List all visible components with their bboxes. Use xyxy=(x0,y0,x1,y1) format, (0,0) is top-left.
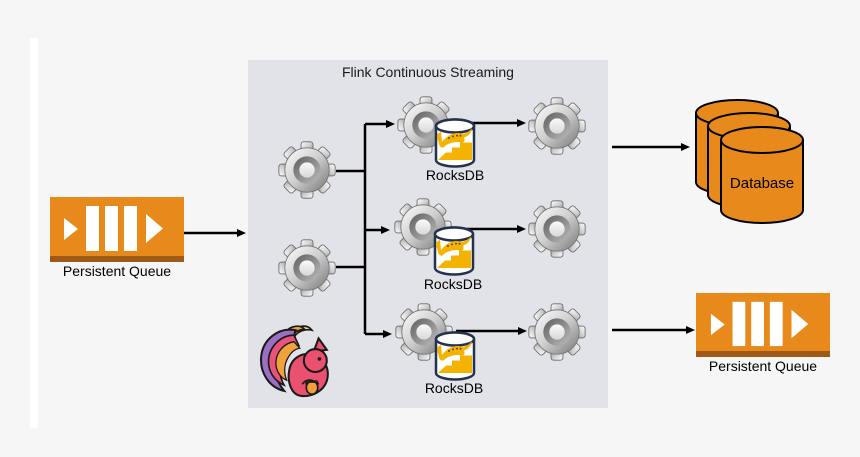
rocksdb-icon-2 xyxy=(433,226,475,276)
source-gear-1 gear-icon xyxy=(278,141,336,199)
flink-panel-title: Flink Continuous Streaming xyxy=(342,64,514,80)
rocksdb-icon-1 xyxy=(434,118,476,168)
output-gear-2 gear-icon xyxy=(528,200,586,258)
queue-right-underline xyxy=(696,351,830,357)
database-label: Database xyxy=(730,175,794,192)
rocksdb-label-2: RocksDB xyxy=(423,276,483,292)
source-gear-2 gear-icon xyxy=(278,239,336,297)
persistent-queue-left xyxy=(50,197,184,262)
persistent-queue-right-label: Persistent Queue xyxy=(708,358,818,374)
flink-squirrel-logo xyxy=(260,325,329,398)
database-cylinder-front: Database xyxy=(720,126,804,224)
left-margin-stripe xyxy=(30,38,38,428)
database-cylinders-icon: Database xyxy=(695,99,804,224)
queue-bars-icon xyxy=(710,301,809,347)
persistent-queue-right xyxy=(696,293,830,357)
queue-left-underline xyxy=(50,256,184,262)
rocksdb-label-1: RocksDB xyxy=(425,167,485,183)
rocksdb-label-3: RocksDB xyxy=(424,380,484,396)
queue-bars-icon xyxy=(64,206,163,251)
rocksdb-icon-3 xyxy=(434,331,476,381)
output-gear-3 gear-icon xyxy=(528,303,586,361)
output-gear-1 gear-icon xyxy=(528,97,586,155)
persistent-queue-left-label: Persistent Queue xyxy=(62,263,172,279)
